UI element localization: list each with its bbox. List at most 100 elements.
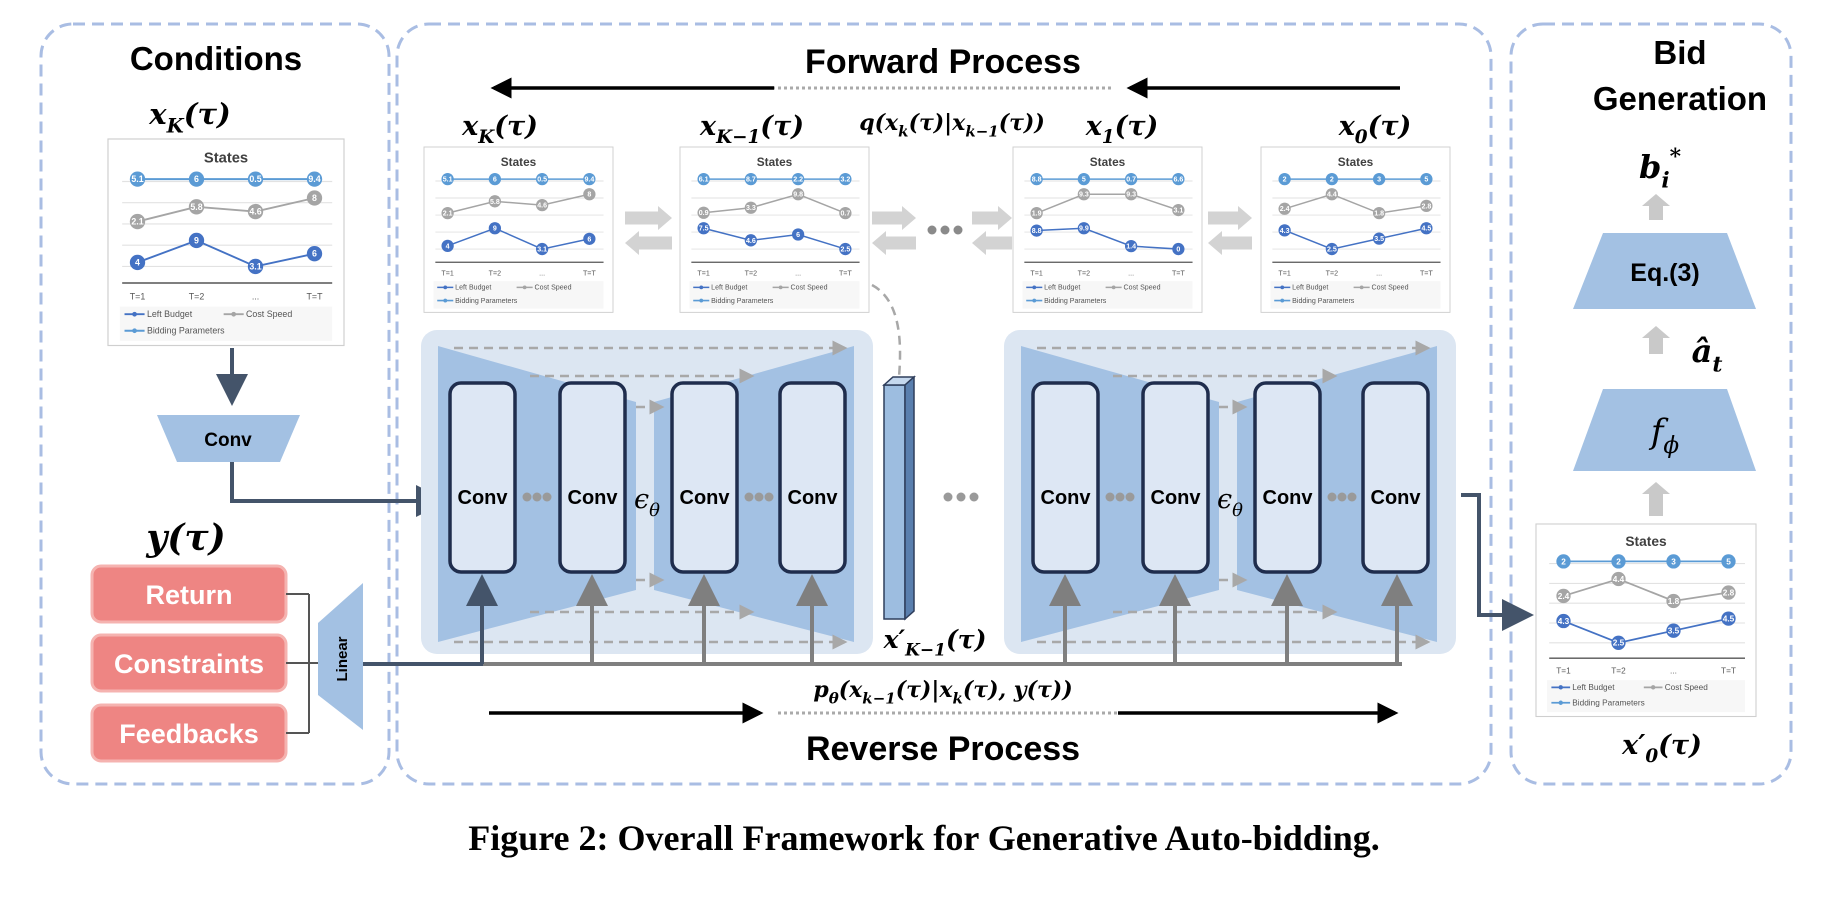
cost-speed-line xyxy=(1284,193,1427,214)
ellipsis-dot xyxy=(943,492,953,502)
forward-x0-label: x0(τ) xyxy=(1338,111,1412,148)
data-label: 6 xyxy=(312,249,317,259)
cost-speed-point xyxy=(188,199,205,215)
math-segment: ϵ xyxy=(634,484,649,515)
math-segment: x xyxy=(1338,111,1356,142)
forward-process-title: Forward Process xyxy=(805,43,1081,81)
legend-marker xyxy=(1359,285,1364,290)
bid-b-star-label: bi* xyxy=(1639,145,1681,194)
data-label: 8 xyxy=(587,191,591,199)
data-label: 2 xyxy=(1330,176,1334,184)
right-block-arrow-icon xyxy=(625,206,672,230)
left-budget-point xyxy=(1420,222,1433,235)
data-label: 0 xyxy=(1176,246,1180,254)
legend-marker xyxy=(1032,285,1037,290)
math-segment: 0 xyxy=(1645,746,1658,767)
data-label: 1.8 xyxy=(1374,210,1384,218)
data-label: 9.3 xyxy=(1126,191,1136,199)
data-label: 1.4 xyxy=(1126,243,1136,251)
data-label: 2.8 xyxy=(1421,202,1431,210)
bid-generation-panel xyxy=(1509,22,1793,786)
math-segment: 0 xyxy=(1355,127,1368,148)
cost-speed-point xyxy=(488,195,502,208)
cost-speed-point xyxy=(839,207,852,220)
math-segment: (x xyxy=(839,677,863,703)
data-label: 3.1 xyxy=(1173,207,1183,215)
data-label: 6 xyxy=(493,176,497,184)
conditions-xk-label: xK(τ) xyxy=(148,97,230,138)
conv-layer xyxy=(1253,381,1322,574)
legend-marker xyxy=(1558,700,1563,705)
bidding-parameters-point xyxy=(441,172,454,186)
cost-speed-point xyxy=(1030,207,1043,220)
cost-speed-point xyxy=(441,207,454,220)
legend-label: Cost Speed xyxy=(1372,284,1409,292)
chart-x-tick-label: ... xyxy=(1670,667,1677,676)
legend-marker xyxy=(443,298,448,303)
linear-label: Linear xyxy=(334,636,351,681)
conv-label: Conv xyxy=(458,487,509,509)
math-segment: t xyxy=(1712,353,1722,378)
bidding-parameters-point xyxy=(1030,172,1043,186)
bidding-parameters-point xyxy=(1172,172,1185,186)
math-segment: k xyxy=(898,123,908,141)
data-label: 6.1 xyxy=(699,176,709,184)
left-budget-point xyxy=(188,232,205,249)
chart-title: States xyxy=(1338,155,1374,169)
math-segment: K xyxy=(477,127,495,148)
chart-x-tick-label: T=T xyxy=(307,291,324,301)
left-budget-point xyxy=(306,246,323,262)
left-budget-line xyxy=(703,227,846,250)
figure-caption: Figure 2: Overall Framework for Generati… xyxy=(468,818,1380,858)
legend-label: Bidding Parameters xyxy=(1292,297,1355,305)
legend-label: Left Budget xyxy=(1572,683,1615,692)
math-segment: (τ) xyxy=(494,111,538,142)
math-segment: (τ)) xyxy=(999,110,1045,136)
math-segment: (τ) xyxy=(946,625,986,654)
cost-speed-line xyxy=(447,193,590,214)
bidding-parameters-point xyxy=(1372,172,1386,186)
data-label: 2.4 xyxy=(1280,205,1290,213)
conv-label: Conv xyxy=(568,487,619,509)
data-label: 8.8 xyxy=(1032,227,1042,235)
chart-title: States xyxy=(204,151,248,167)
chart-x-tick-label: T=2 xyxy=(1326,270,1338,278)
cost-speed-line xyxy=(1036,193,1179,214)
math-segment: (τ), y(τ)) xyxy=(963,677,1073,703)
forward-xK-label: xK(τ) xyxy=(461,111,538,148)
conv-layer xyxy=(558,381,627,574)
legend-marker xyxy=(699,298,704,303)
bid-generation-title-line1: Bid xyxy=(1653,34,1706,71)
data-label: 1.8 xyxy=(1668,597,1680,606)
cost-speed-point xyxy=(1325,188,1339,201)
legend-label: Bidding Parameters xyxy=(1044,297,1107,305)
math-segment: x xyxy=(1085,111,1103,142)
data-label: 5 xyxy=(1726,557,1731,566)
left-budget-point xyxy=(1278,224,1291,237)
data-label: 5.8 xyxy=(490,198,500,206)
bidding-parameters-point xyxy=(535,172,549,186)
cost-speed-point xyxy=(1666,593,1681,609)
bidding-parameters-point xyxy=(488,172,502,186)
unet-output-arrow xyxy=(1461,493,1534,631)
constraints-label: Constraints xyxy=(114,649,264,679)
right-block-arrow-icon xyxy=(1208,206,1252,230)
chart-x-tick-label: T=1 xyxy=(1278,270,1290,278)
legend-label: Bidding Parameters xyxy=(1572,699,1644,708)
ellipsis-dot xyxy=(956,492,966,502)
math-segment: k−1 xyxy=(862,690,895,708)
chart-title: States xyxy=(1625,534,1667,549)
condition-injection-arrows xyxy=(466,574,1413,664)
ellipsis-dot xyxy=(1327,492,1337,502)
ellipsis-dot xyxy=(953,225,963,235)
chart-x-tick-label: T=1 xyxy=(1556,667,1571,676)
ellipsis-dot xyxy=(532,492,542,502)
chart-x-tick-label: T=1 xyxy=(1030,270,1042,278)
chart-x-tick-label: ... xyxy=(252,291,259,301)
legend-label: Left Budget xyxy=(1044,284,1080,292)
cost-speed-point xyxy=(306,190,323,206)
math-segment: x xyxy=(461,111,479,142)
data-label: 4.4 xyxy=(1327,191,1337,199)
left-budget-line xyxy=(137,239,315,268)
